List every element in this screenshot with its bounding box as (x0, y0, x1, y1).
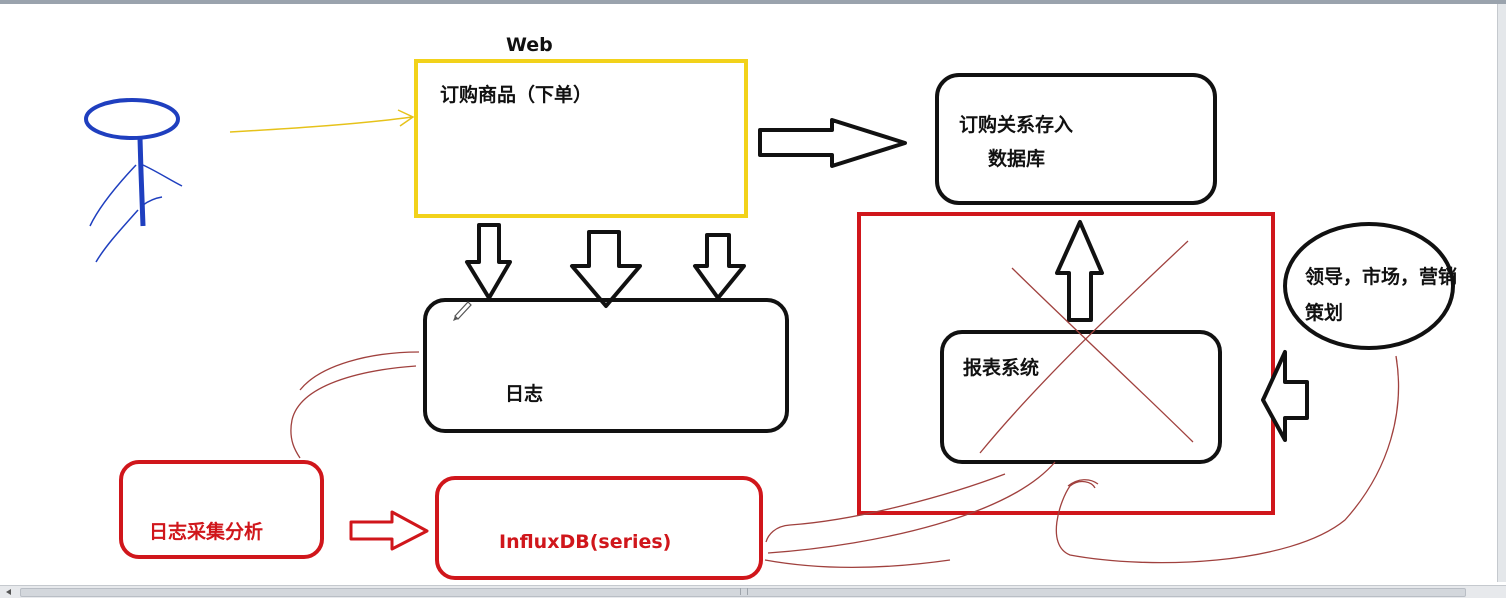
log-box (423, 298, 789, 433)
leaders-label-line1: 领导，市场，营销 (1305, 266, 1458, 288)
pen-cursor-icon (453, 301, 472, 321)
report-to-influxdb-curve (765, 461, 1056, 554)
leaders-label-line2: 策划 (1305, 302, 1344, 324)
save-relation-label-line1: 订购关系存入 (959, 114, 1074, 136)
user-to-web-arrow (229, 109, 415, 133)
stick-figure-arm-right (142, 164, 183, 187)
down-arrow-1 (465, 223, 512, 300)
web-to-database-arrow (758, 118, 907, 168)
influxdb-box (435, 476, 763, 580)
web-order-box (414, 59, 748, 218)
report-system-label: 报表系统 (963, 357, 1040, 379)
influxdb-loop-curve (764, 559, 951, 569)
leaders-to-influxdb-curve (1055, 355, 1400, 564)
web-label: Web (506, 34, 553, 56)
hand-drawn-connectors (290, 351, 1400, 569)
collect-to-influxdb-arrow (349, 510, 429, 551)
influxdb-label: InfluxDB(series) (499, 531, 672, 553)
stick-figure (84, 98, 183, 263)
log-label: 日志 (505, 383, 544, 405)
horizontal-scroll-thumb[interactable] (20, 588, 1466, 597)
report-system-box (940, 330, 1222, 464)
scroll-left-icon[interactable] (2, 587, 16, 597)
save-relation-label-line2: 数据库 (988, 148, 1046, 170)
stick-figure-head (84, 98, 180, 140)
vertical-scrollbar[interactable] (1497, 4, 1506, 582)
stick-figure-leg-right (142, 196, 163, 206)
order-goods-label: 订购商品（下单） (440, 84, 593, 106)
horizontal-scrollbar[interactable] (0, 585, 1506, 598)
stick-figure-leg-left (95, 209, 139, 263)
leaders-to-report-arrow (1261, 350, 1309, 442)
log-collect-box (119, 460, 324, 559)
report-area-red-box (857, 212, 1275, 515)
report-to-database-arrow (1055, 220, 1104, 322)
down-arrow-3 (693, 233, 746, 300)
log-collect-label: 日志采集分析 (149, 521, 264, 543)
stick-figure-body (137, 137, 146, 227)
database-box (935, 73, 1217, 205)
crossout-mark (979, 240, 1194, 454)
down-arrow-2 (570, 230, 642, 308)
log-to-collect-curve (290, 351, 420, 459)
stick-figure-arm-left (89, 164, 137, 227)
leaders-ellipse (1283, 222, 1455, 350)
window-top-border (0, 0, 1506, 4)
scroll-grip-icon[interactable] (740, 588, 748, 595)
